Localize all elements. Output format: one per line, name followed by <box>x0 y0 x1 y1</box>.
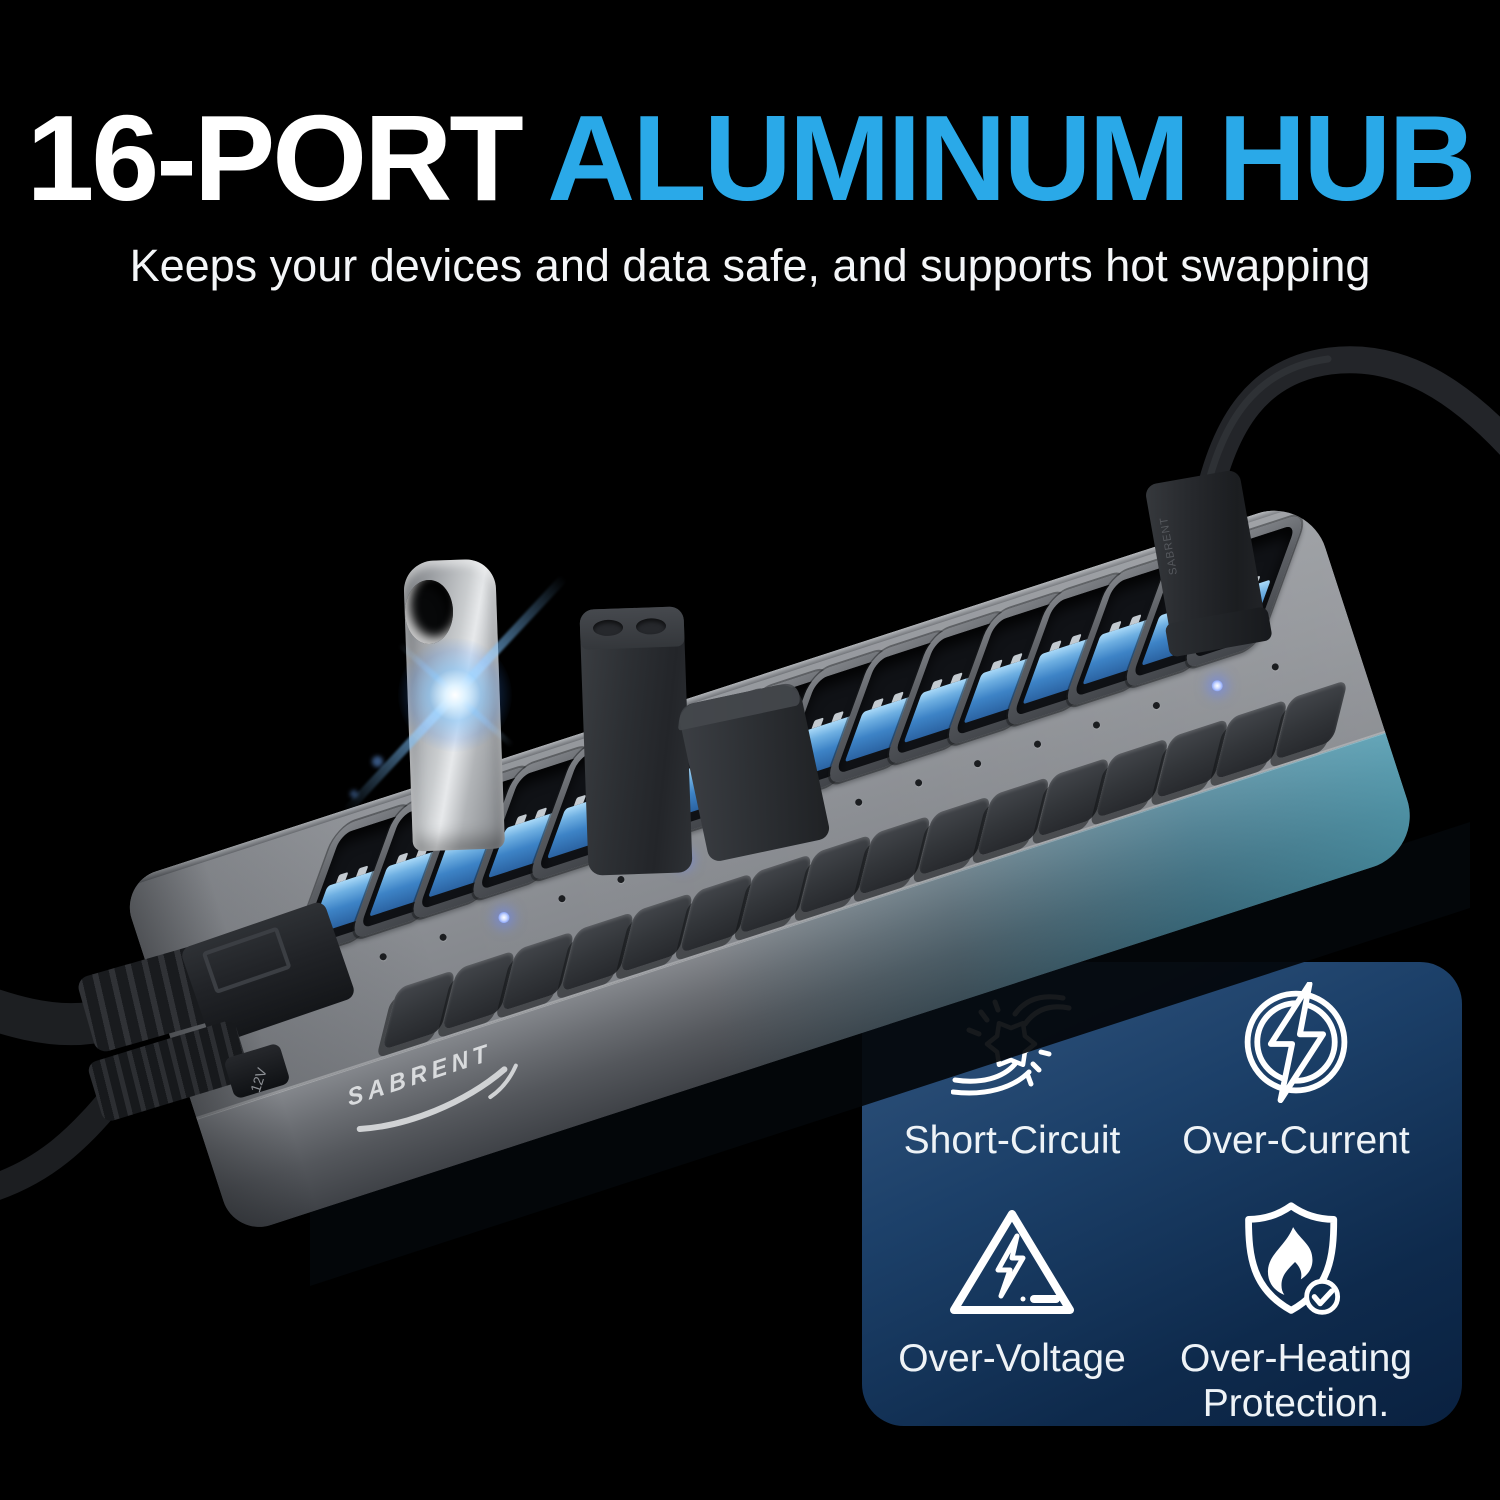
sabrent-logo-swoosh <box>356 1063 518 1132</box>
black-usb-flash-drive <box>579 606 693 876</box>
page-title: 16-PORT ALUMINUM HUB <box>0 88 1500 228</box>
feature-over-heating: Over-Heating Protection. <box>1158 1200 1434 1426</box>
drive-cap-dimple <box>592 619 624 637</box>
over-current-icon <box>1236 982 1356 1104</box>
over-voltage-icon <box>946 1200 1078 1322</box>
usb-hub-body: SABRENT <box>120 496 1424 1237</box>
plug-brand-text: SABRENT <box>1157 515 1180 576</box>
feature-over-voltage: Over-Voltage <box>874 1200 1150 1381</box>
black-drive-top-cap <box>579 606 685 650</box>
drive-cap-dimple <box>635 617 667 635</box>
feature-label: Short-Circuit <box>903 1119 1121 1162</box>
title-blue-part: ALUMINUM HUB <box>547 90 1476 226</box>
page-subtitle: Keeps your devices and data safe, and su… <box>129 240 1371 291</box>
usb-b-connector-notch <box>201 926 292 995</box>
usb-device-cable <box>1192 346 1500 522</box>
title-white-part: 16-PORT <box>26 90 548 226</box>
feature-over-current: Over-Current <box>1158 982 1434 1163</box>
feature-label: Over-Voltage <box>898 1337 1126 1380</box>
feature-label: Over-Current <box>1182 1119 1410 1162</box>
feature-label: Over-Heating Protection. <box>1180 1337 1412 1426</box>
over-heating-icon <box>1231 1200 1361 1322</box>
silver-drive-keyring-hole <box>405 580 453 644</box>
